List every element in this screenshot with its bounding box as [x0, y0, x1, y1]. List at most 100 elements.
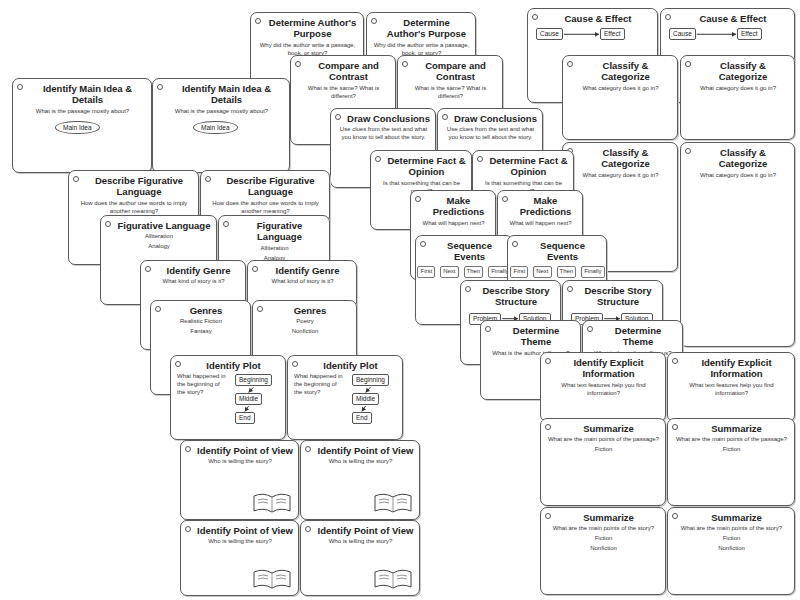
worksheet-card: Identify Explicit InformationWhat text f…	[540, 352, 666, 422]
card-text: What category does it go in?	[569, 85, 672, 93]
card-text: Next	[440, 266, 458, 278]
connector-line	[697, 34, 736, 35]
card-title: Identify Point of View	[197, 445, 293, 456]
card-title: Make Predictions	[427, 195, 490, 218]
punch-hole	[257, 306, 263, 312]
organizer-box: Beginning	[352, 374, 389, 386]
card-text: Nonfiction	[259, 328, 351, 336]
punch-hole	[105, 221, 111, 227]
box-label: Main Idea	[63, 124, 92, 132]
punch-hole	[335, 114, 341, 120]
punch-hole	[512, 241, 518, 247]
connector-arrow	[249, 387, 254, 392]
punch-hole	[155, 306, 161, 312]
card-title: Identify Main Idea & Details	[29, 83, 146, 106]
worksheet-card: Identify PlotWhat happened in the beginn…	[170, 355, 286, 440]
card-title: Identify Genre	[264, 265, 351, 276]
card-text: Fiction	[674, 535, 789, 543]
book-outline	[254, 494, 290, 512]
worksheet-card: Identify Point of ViewWho is telling the…	[300, 440, 420, 520]
card-title: Classify & Categorize	[579, 60, 672, 83]
punch-hole	[665, 14, 671, 20]
card-title: Determine Author's Purpose	[267, 17, 358, 40]
card-text: First	[510, 266, 528, 278]
idea-oval: Main Idea	[55, 121, 100, 135]
card-title: Compare and Contrast	[307, 60, 390, 83]
card-text: Then	[464, 266, 484, 278]
punch-hole	[672, 424, 678, 430]
card-title: Determine Fact & Opinion	[387, 155, 466, 178]
box-label: Main Idea	[201, 124, 230, 132]
card-title: Summarize	[684, 423, 789, 434]
card-text: Alliteration	[225, 245, 324, 253]
box-label: Beginning	[356, 376, 385, 384]
card-title: Sequence Events	[524, 240, 601, 263]
card-text: What are the main points of the passage?	[674, 436, 789, 444]
book-lines	[258, 497, 286, 512]
card-text: Nonfiction	[674, 545, 789, 553]
card-title: Draw Conclusions	[454, 113, 537, 124]
connector-line	[564, 34, 599, 35]
book-picture	[252, 568, 292, 590]
card-title: Genres	[269, 305, 351, 316]
box-label: Middle	[356, 395, 375, 403]
arrow-head	[245, 407, 249, 412]
card-title: Cause & Effect	[544, 13, 652, 24]
punch-hole	[567, 61, 573, 67]
card-text: Finally	[581, 266, 604, 278]
card-title: Describe Story Structure	[477, 285, 555, 308]
card-title: Identify Point of View	[317, 525, 414, 536]
punch-hole	[305, 446, 311, 452]
card-title: Identify Explicit Information	[684, 357, 789, 380]
arrow-head	[249, 388, 253, 393]
card-title: Summarize	[557, 423, 660, 434]
worksheet-card: Classify & CategorizeWhat category does …	[680, 142, 795, 347]
punch-hole	[205, 176, 211, 182]
punch-hole	[587, 326, 593, 332]
card-text: First	[417, 266, 435, 278]
card-text: What category does it go in?	[569, 172, 672, 180]
card-text: What text features help you find informa…	[547, 382, 660, 398]
card-text: Fiction	[547, 535, 660, 543]
card-title: Cause & Effect	[677, 13, 789, 24]
card-title: Identify Plot	[304, 360, 397, 371]
idea-oval: Main Idea	[193, 121, 238, 135]
book-lines	[379, 497, 407, 512]
card-title: Describe Story Structure	[579, 285, 657, 308]
card-title: Classify & Categorize	[697, 147, 789, 170]
card-title: Determine Theme	[599, 325, 677, 348]
card-title: Summarize	[557, 512, 660, 523]
card-text: Who is telling the story?	[187, 458, 293, 466]
card-text: What are the main points of the story?	[674, 525, 789, 533]
punch-hole	[223, 221, 229, 227]
card-title: Sequence Events	[432, 240, 507, 263]
box-label: End	[356, 414, 368, 422]
card-title: Draw Conclusions	[347, 113, 430, 124]
card-title: Genres	[167, 305, 245, 316]
punch-hole	[545, 424, 551, 430]
card-text: Who is telling the story?	[307, 538, 414, 546]
punch-hole	[532, 14, 538, 20]
connector-arrow	[564, 32, 599, 37]
punch-hole	[402, 61, 408, 67]
punch-hole	[252, 266, 258, 272]
punch-hole	[545, 513, 551, 519]
arrow-head	[595, 32, 599, 37]
box-label: Effect	[604, 30, 621, 38]
card-title: Figurative Language	[117, 220, 211, 231]
card-title: Identify Point of View	[197, 525, 293, 536]
card-text: What kind of story is it?	[254, 278, 351, 286]
punch-hole	[375, 156, 381, 162]
punch-hole	[185, 446, 191, 452]
arrow-head	[732, 32, 736, 37]
card-title: Figurative Language	[235, 220, 324, 243]
book-outline	[375, 570, 411, 588]
card-text: Who is telling the story?	[187, 538, 293, 546]
punch-hole	[672, 358, 678, 364]
card-text: What is the passage mostly about?	[19, 108, 146, 116]
organizer-box: Cause	[536, 28, 563, 40]
worksheet-card: SummarizeWhat are the main points of the…	[540, 418, 666, 506]
card-text: What category does it go in?	[687, 85, 789, 93]
card-text: Fantasy	[157, 328, 245, 336]
punch-hole	[567, 286, 573, 292]
